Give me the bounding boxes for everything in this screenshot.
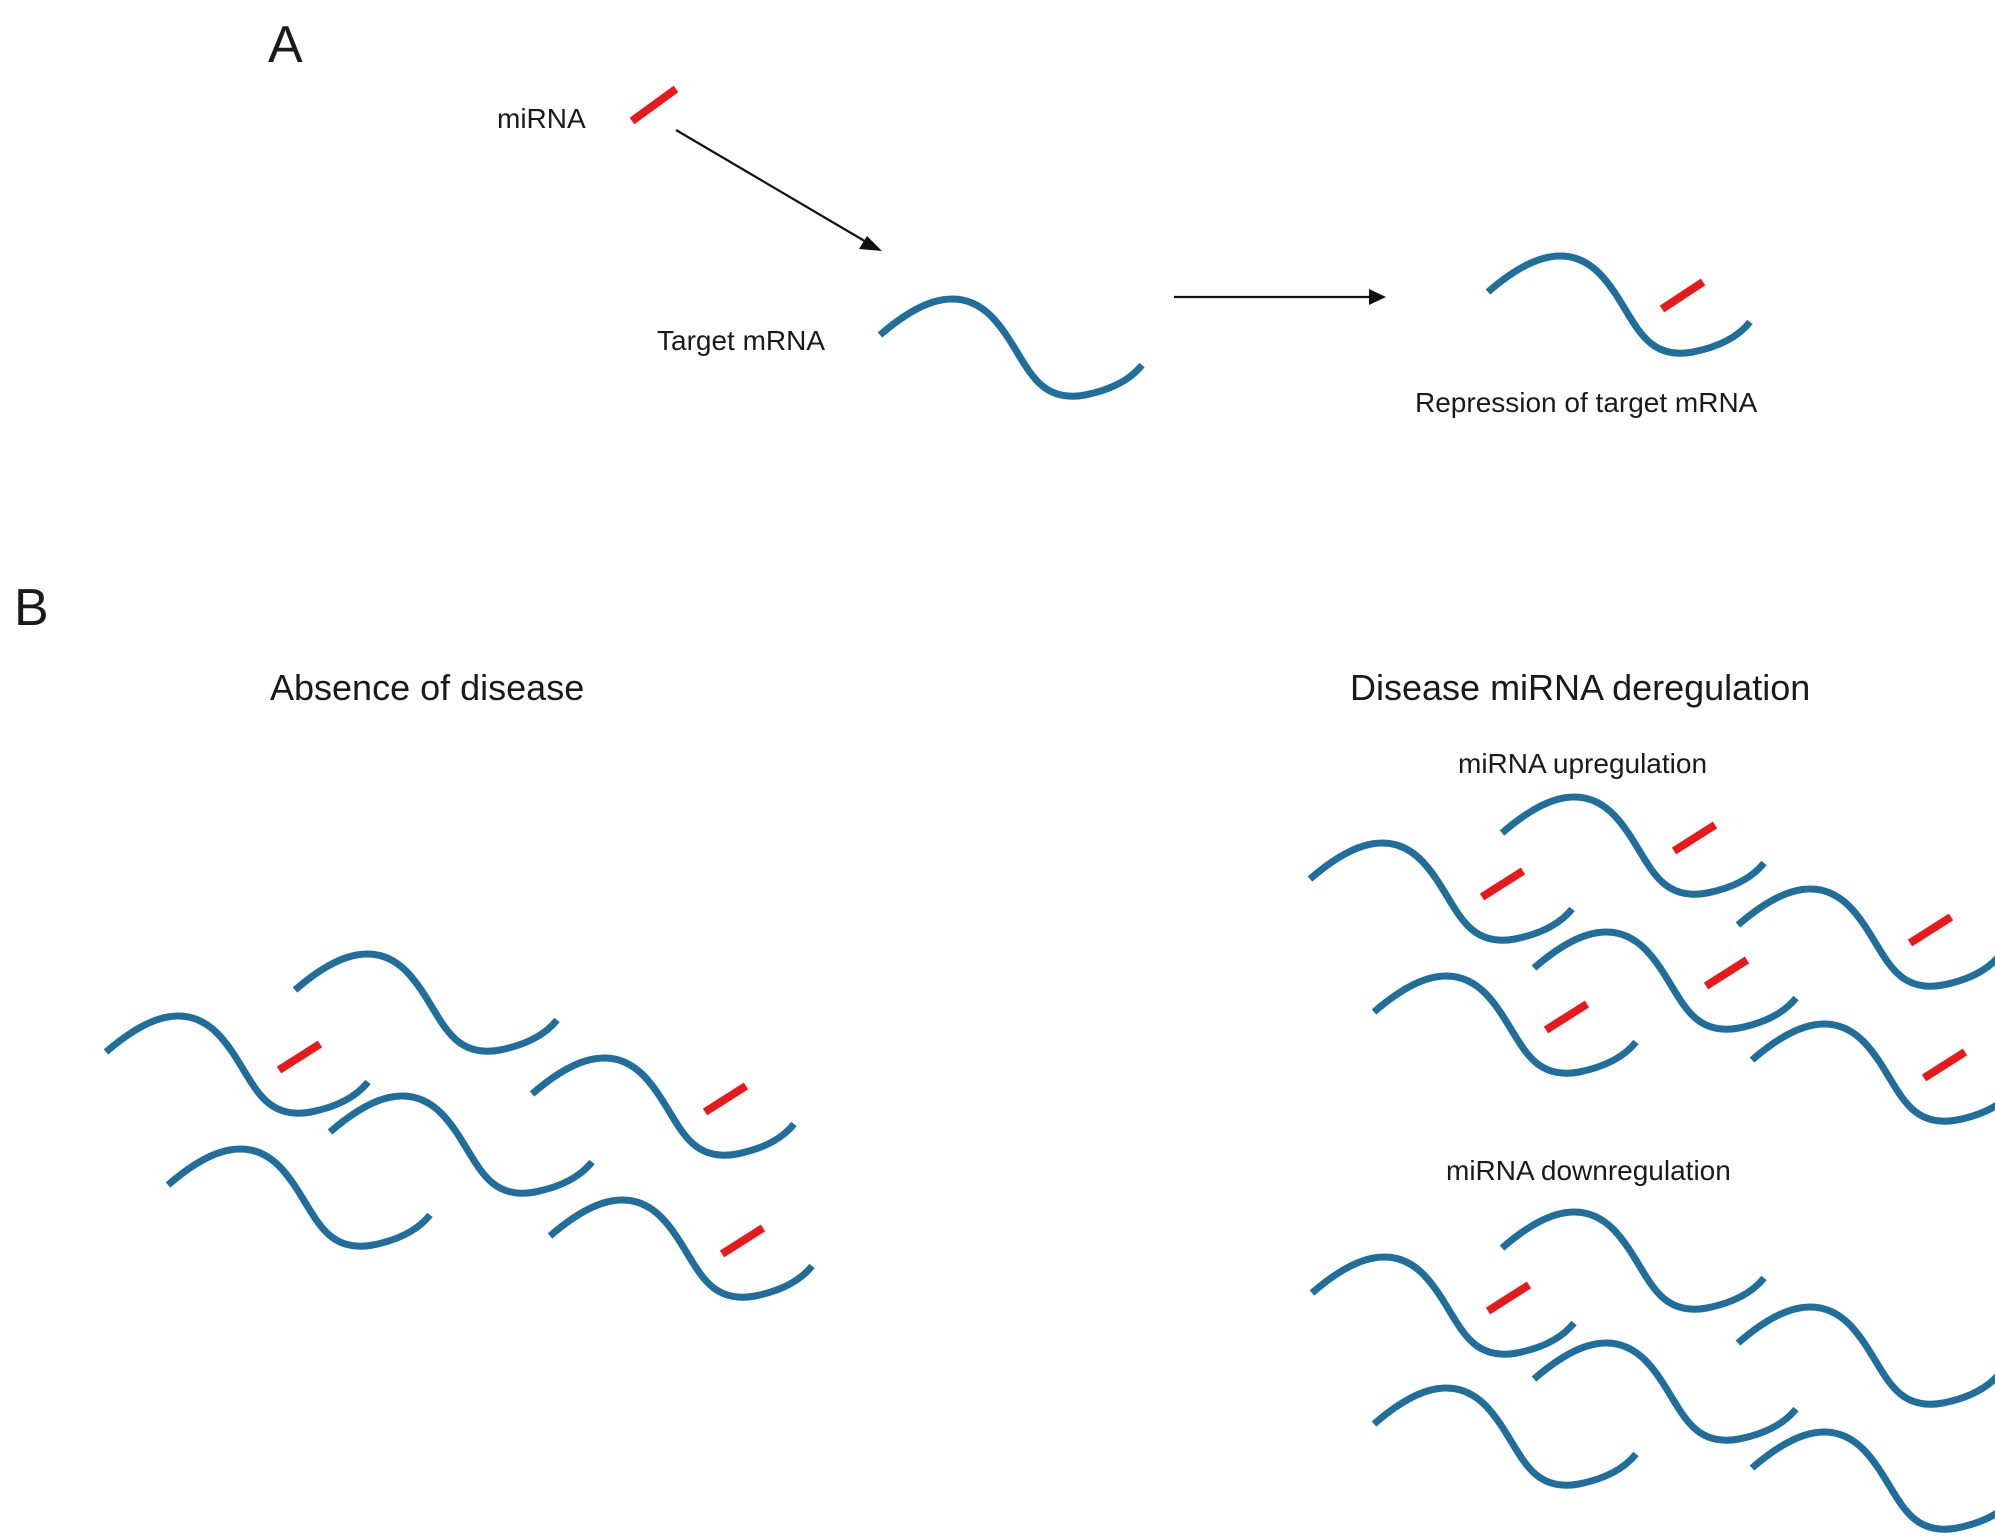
bound-mirna-strand — [1659, 278, 1706, 313]
mirna-strand — [1671, 821, 1718, 855]
repression-arrow — [1174, 289, 1386, 305]
binding-arrow — [675, 129, 882, 251]
upregulation-mrna-group — [1310, 797, 1995, 1121]
absence-mrna-group — [106, 954, 812, 1297]
upregulation-label: miRNA upregulation — [1458, 748, 1707, 779]
mrna-strand — [532, 1058, 794, 1155]
mrna-strand — [168, 1149, 430, 1246]
mrna-strand — [1534, 1343, 1796, 1440]
mrna-strand — [1752, 1024, 1995, 1121]
mrna-strand — [1752, 1432, 1995, 1529]
mrna-strand — [550, 1200, 812, 1297]
mirna-strand — [1543, 1000, 1590, 1034]
mirna-strand — [719, 1224, 766, 1258]
mirna-strand — [702, 1082, 749, 1116]
target-mrna-strand — [880, 299, 1142, 396]
panel-a-letter: A — [268, 16, 303, 74]
mrna-strand — [1310, 843, 1572, 940]
mirna-strand — [1921, 1048, 1968, 1082]
mirna-strand — [1907, 913, 1954, 947]
mirna-label: miRNA — [497, 103, 586, 134]
target-mrna-label: Target mRNA — [657, 325, 825, 356]
mirna-strand — [276, 1040, 323, 1074]
mirna-strand — [1485, 1281, 1532, 1315]
downregulation-label: miRNA downregulation — [1446, 1155, 1731, 1186]
mrna-strand — [1502, 1212, 1764, 1309]
downregulation-mrna-group — [1312, 1212, 1995, 1529]
mirna-strand — [1703, 956, 1750, 990]
mrna-strand — [1374, 976, 1636, 1073]
disease-heading: Disease miRNA deregulation — [1350, 667, 1810, 708]
mrna-strand — [1738, 1307, 1995, 1404]
mrna-strand — [330, 1096, 592, 1193]
repression-label: Repression of target mRNA — [1415, 387, 1758, 418]
absence-heading: Absence of disease — [270, 667, 584, 708]
mrna-strand — [1738, 889, 1995, 986]
mrna-strand — [1502, 797, 1764, 894]
mrna-strand — [1312, 1257, 1574, 1354]
repressed-mrna-strand — [1488, 256, 1750, 353]
mrna-strand — [1374, 1388, 1636, 1485]
mirna-strand — [629, 85, 679, 125]
mrna-strand — [295, 954, 557, 1051]
mrna-strand — [106, 1016, 368, 1113]
mirna-strand — [1479, 867, 1526, 901]
panel-b-letter: B — [14, 579, 49, 637]
